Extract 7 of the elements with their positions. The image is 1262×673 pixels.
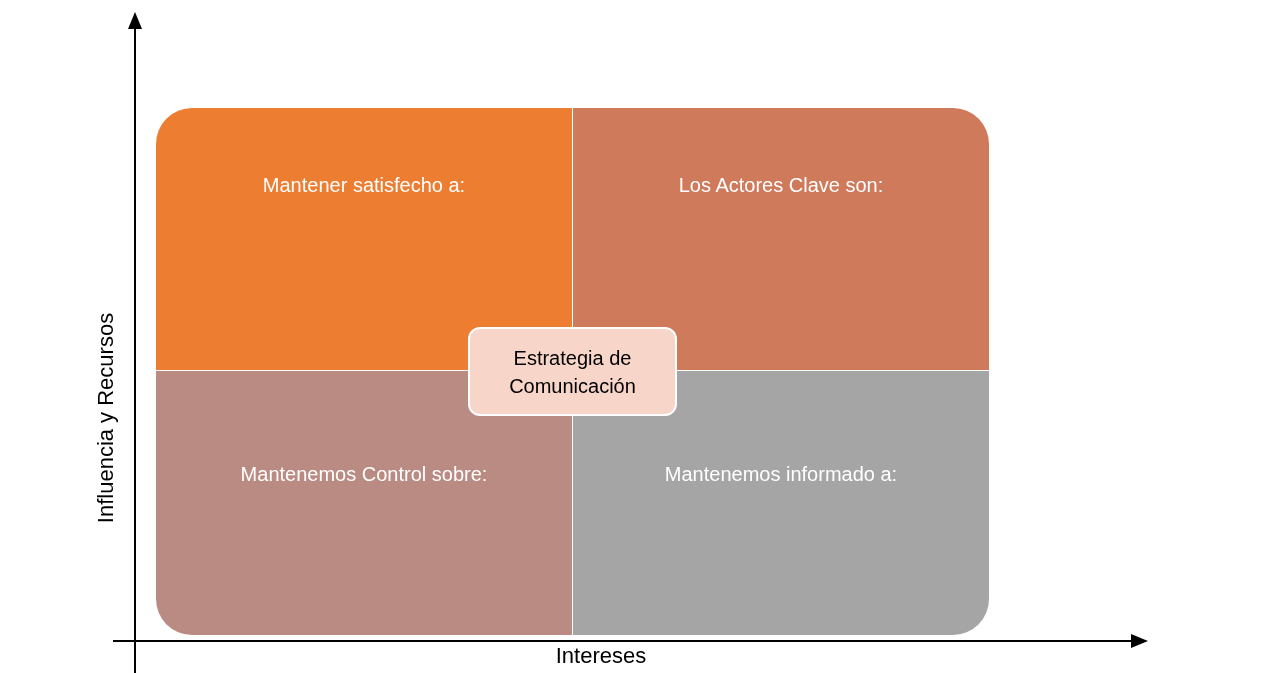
quadrant-title: Mantener satisfecho a: <box>261 174 467 197</box>
axis-title: Influencia y Recursos <box>93 312 119 524</box>
quadrant-title: Los Actores Clave son: <box>677 174 885 197</box>
quadrant-title: Mantenemos informado a: <box>663 463 899 486</box>
strategy-box: Estrategia de Comunicación <box>468 327 677 416</box>
quadrant-title: Mantenemos Control sobre: <box>239 463 489 486</box>
axis-title: Intereses <box>555 643 647 669</box>
